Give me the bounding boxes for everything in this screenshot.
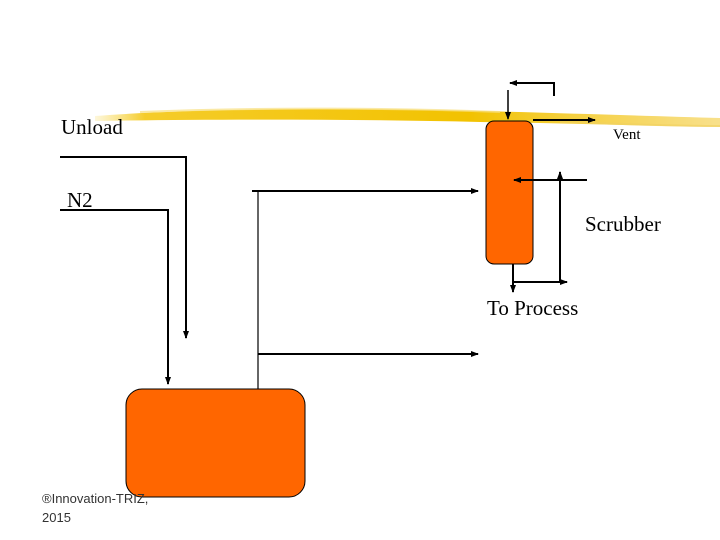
unload-label: Unload [61,115,123,139]
vent-label: Vent [613,127,641,143]
to-process-label: To Process [487,296,579,320]
n2-line [60,209,171,385]
storage-tank [125,388,306,498]
title-brushstroke [95,107,720,127]
copyright-footer: ®Innovation-TRIZ, 2015 [42,489,148,527]
copyright-line: ®Innovation-TRIZ, [42,491,149,506]
scrubber-column [485,120,534,265]
scrubber-top-recycle-line [509,80,555,96]
scrubber-label: Scrubber [585,212,661,236]
copyright-year: 2015 [42,510,71,525]
n2-label: N2 [67,188,93,212]
unload-line [60,156,189,339]
